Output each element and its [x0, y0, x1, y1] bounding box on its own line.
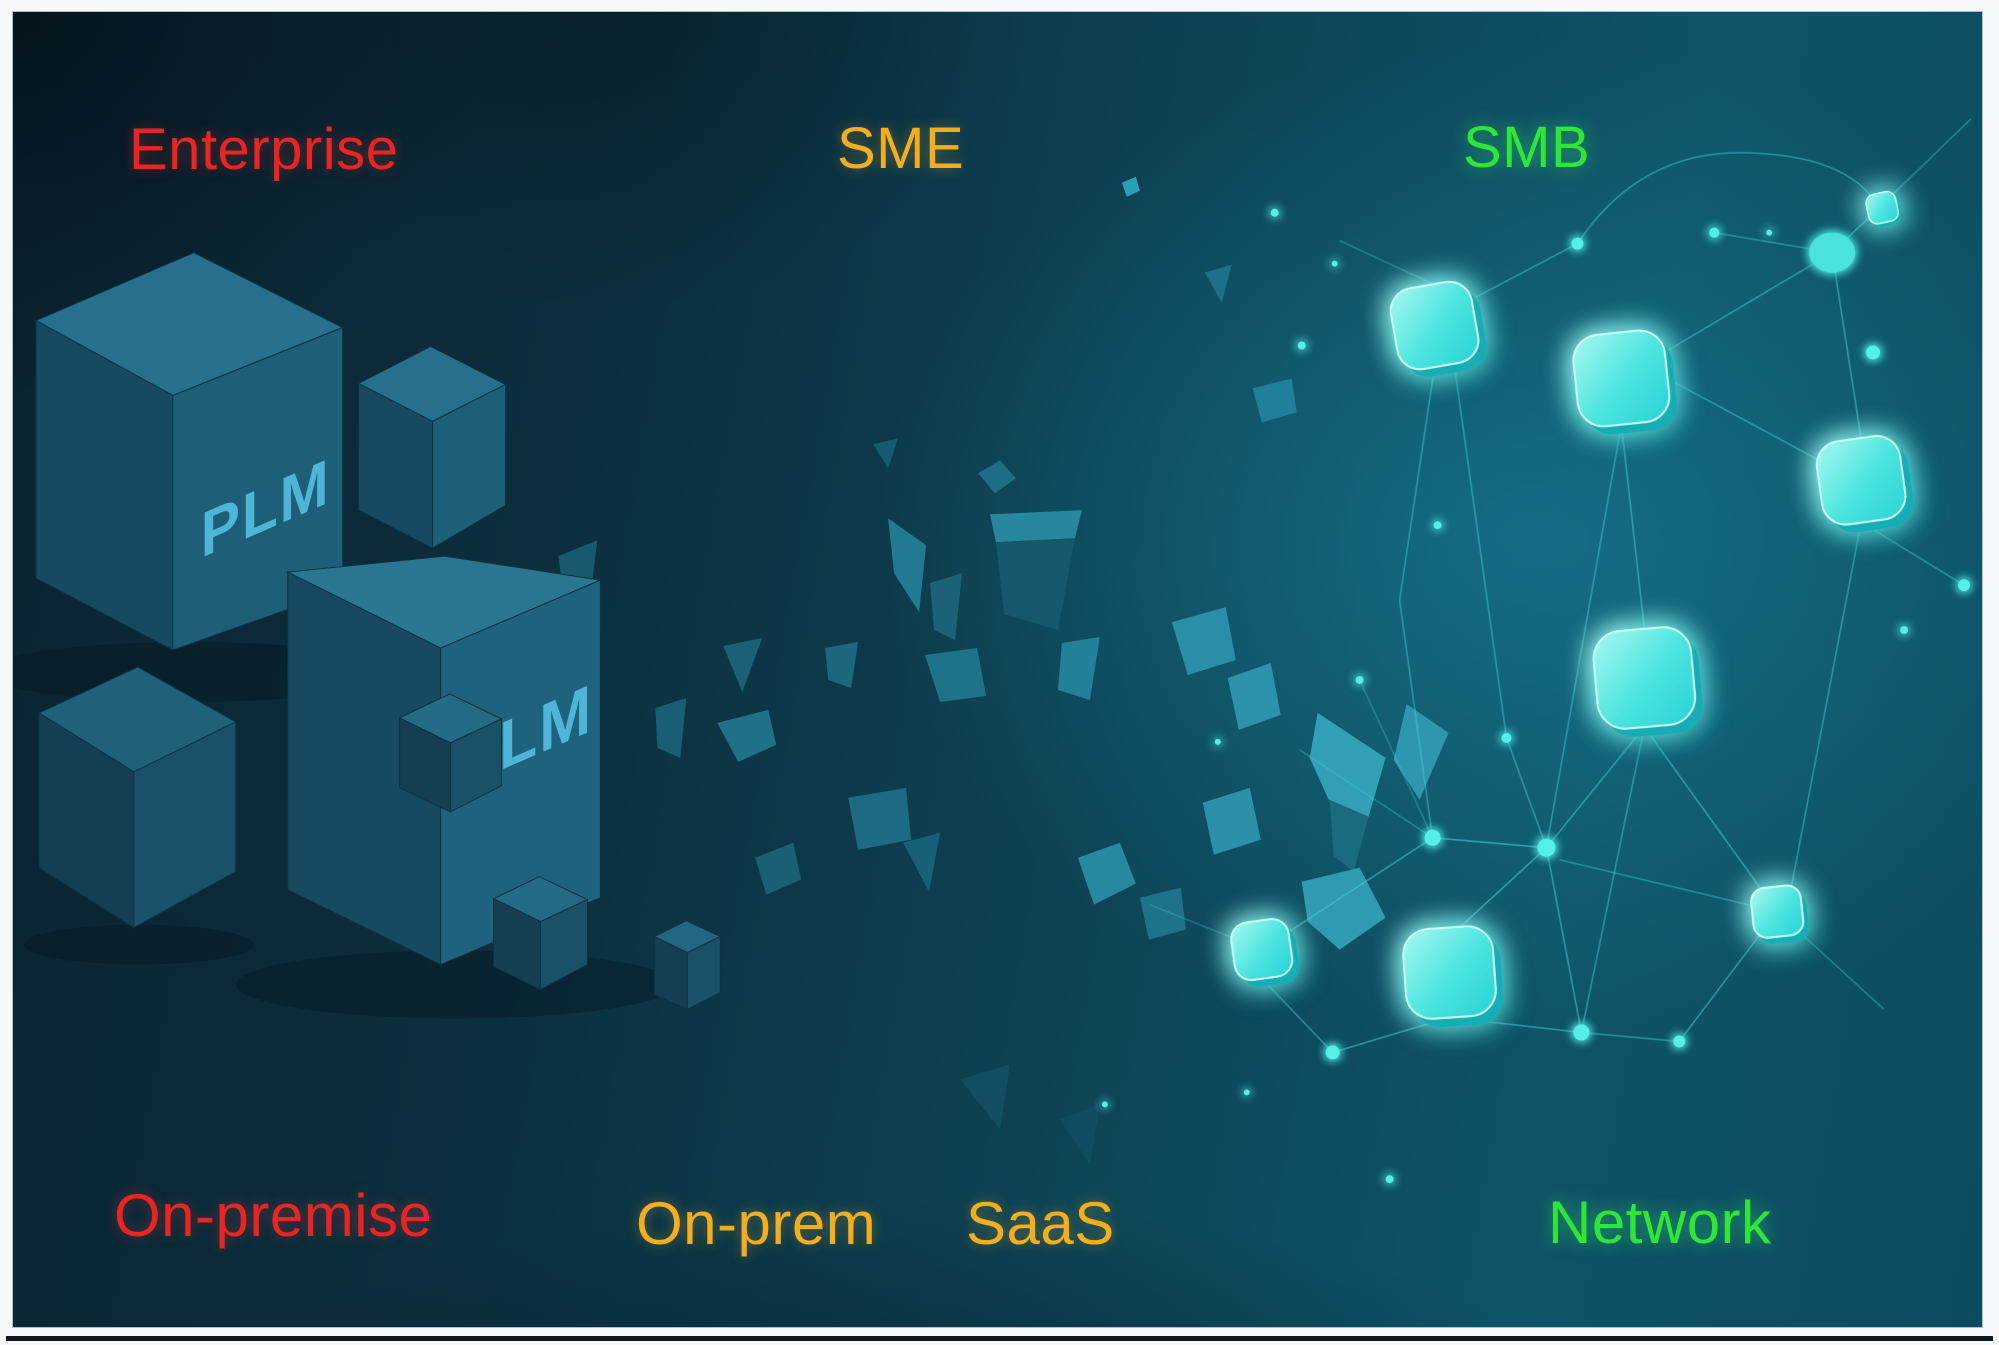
node-cube: [1389, 280, 1487, 377]
plm-transition-graphic: PLM PLM: [13, 118, 1972, 1184]
fragment-shards: [558, 176, 1449, 1165]
small-cube-2: [398, 693, 503, 813]
small-cube-4: [653, 920, 722, 1011]
node-cube: [1815, 435, 1914, 533]
illustration-canvas: PLM PLM: [12, 11, 1983, 1328]
label-on-premise: On-premise: [114, 1182, 433, 1249]
plm-cube-large-1: [34, 252, 344, 651]
small-cube-3: [492, 876, 589, 991]
label-on-prem: On-prem: [636, 1190, 877, 1257]
network-lines: [1149, 118, 1972, 1054]
node-cube: [1865, 190, 1902, 228]
node-cube: [1572, 329, 1678, 435]
node-cube: [1750, 884, 1809, 945]
label-smb: SMB: [1463, 115, 1591, 180]
bottom-divider: [6, 1336, 1993, 1341]
small-cube-1: [37, 666, 237, 929]
network-dots: [1101, 208, 1971, 1184]
network-node-cubes: [1230, 190, 1914, 1028]
label-network: Network: [1548, 1189, 1772, 1256]
label-enterprise: Enterprise: [129, 117, 399, 182]
plm-cube-large-2: [285, 555, 603, 966]
label-saas: SaaS: [966, 1190, 1115, 1257]
node-cube: [1402, 925, 1504, 1028]
plm-cube-slab: [357, 345, 507, 550]
node-cube: [1230, 918, 1300, 988]
node-cube: [1592, 626, 1703, 738]
label-sme: SME: [837, 116, 965, 181]
